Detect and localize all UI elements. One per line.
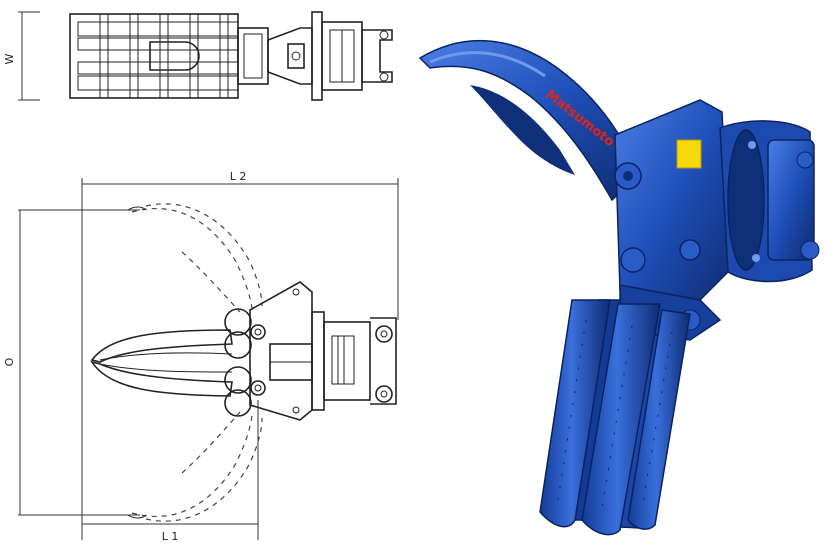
length-open-dimension-label: L 2 (230, 170, 247, 183)
side-view-drawing: L 2 O L 1 (3, 170, 399, 543)
top-view-drawing: W (3, 11, 393, 101)
opening-dimension-label: O (3, 357, 16, 366)
length-closed-dimension-label: L 1 (162, 530, 179, 543)
product-photo: Matsumoto (418, 39, 820, 536)
yellow-label (676, 139, 702, 169)
width-dimension-label: W (3, 53, 16, 64)
